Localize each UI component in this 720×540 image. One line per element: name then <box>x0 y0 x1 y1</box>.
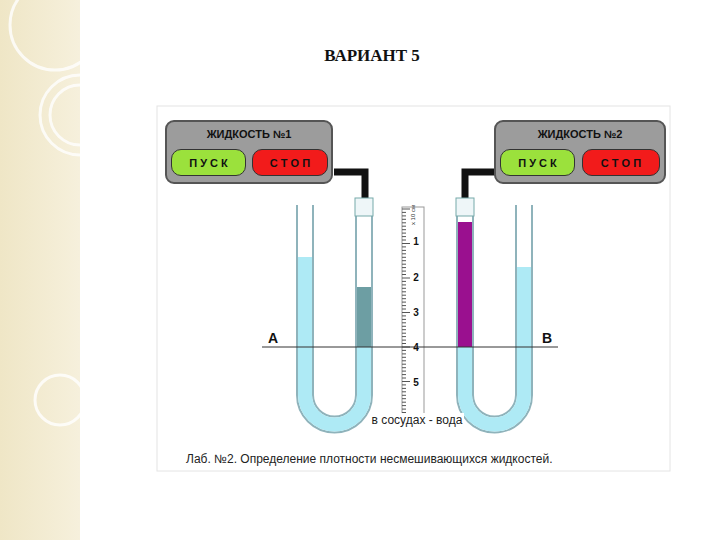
ruler-number: 1 <box>413 236 419 247</box>
side-circles <box>10 0 120 425</box>
ruler-ticks <box>402 209 410 416</box>
control-button: П У С К <box>500 149 575 176</box>
hose <box>465 172 495 200</box>
liquid-2 <box>458 222 472 347</box>
button-label: П У С К <box>518 157 557 169</box>
ruler-unit: х 10 см <box>410 205 416 225</box>
tube-cap <box>456 198 474 216</box>
point-label: A <box>268 330 278 346</box>
title: ВАРИАНТ 5 <box>324 46 420 66</box>
panel-heading: ЖИДКОСТЬ №1 <box>167 128 331 140</box>
ruler <box>402 207 424 419</box>
level-line <box>262 347 558 348</box>
button-label: С Т О П <box>601 157 641 169</box>
panel-heading: ЖИДКОСТЬ №2 <box>496 128 664 140</box>
water <box>465 267 524 425</box>
u-tube-inner <box>465 205 524 425</box>
control-button: С Т О П <box>252 149 328 176</box>
point-label: B <box>542 330 552 346</box>
u-tube-inner <box>305 205 364 425</box>
side-strip <box>0 0 80 540</box>
image-frame <box>157 106 670 471</box>
control-panel: ЖИДКОСТЬ №1 П У С К С Т О П <box>165 120 333 184</box>
u-tube <box>305 205 364 425</box>
control-panel: ЖИДКОСТЬ №2 П У С К С Т О П <box>494 120 666 184</box>
ruler-number: 2 <box>413 272 419 283</box>
button-label: С Т О П <box>270 157 310 169</box>
control-button: П У С К <box>171 149 246 176</box>
hose <box>334 172 365 200</box>
caption: Лаб. №2. Определение плотности несмешива… <box>186 452 553 466</box>
button-label: П У С К <box>189 157 228 169</box>
liquid-1 <box>357 287 371 347</box>
u-tube <box>465 205 524 425</box>
control-button: С Т О П <box>582 149 660 176</box>
water <box>305 257 364 425</box>
ruler-number: 4 <box>413 342 419 353</box>
ruler-number: 3 <box>413 307 419 318</box>
tube-cap <box>355 198 373 216</box>
note: в сосудах - вода <box>370 413 465 427</box>
ruler-number: 5 <box>413 377 419 388</box>
